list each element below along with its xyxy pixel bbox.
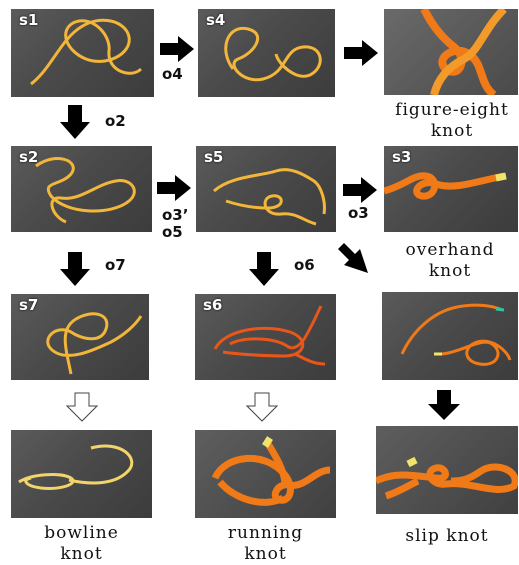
knot-label-figure-eight-line2: knot xyxy=(372,121,519,142)
rope-slip xyxy=(376,426,518,514)
knot-label-bowline-line2: knot xyxy=(11,544,152,565)
knot-label-running-line2: knot xyxy=(195,544,336,565)
photo-slip-progress xyxy=(382,292,518,380)
knot-label-figure-eight: figure-eight knot xyxy=(372,100,519,142)
hollow-arrow-s6 xyxy=(246,392,278,422)
rope-figure-eight xyxy=(384,9,518,95)
state-label-s7: s7 xyxy=(19,296,38,314)
knot-label-slip-line1: slip knot xyxy=(376,526,518,547)
rope-bowline xyxy=(11,430,152,518)
knot-label-running-line1: running xyxy=(195,523,336,544)
arrow-s5-to-slip-progress xyxy=(338,243,372,277)
knot-label-overhand-line2: knot xyxy=(380,261,519,282)
hollow-arrow-s7 xyxy=(66,392,98,422)
arrow-s5-to-s3 xyxy=(343,177,377,203)
arrow-s2-to-s5 xyxy=(157,175,191,201)
photo-running-knot xyxy=(195,430,336,518)
photo-bowline-knot xyxy=(11,430,152,518)
state-label-s5: s5 xyxy=(204,148,223,166)
op-label-o2: o2 xyxy=(105,113,126,130)
photo-s1: s1 xyxy=(11,9,154,97)
op-label-o3-prime-o5: o3’ o5 xyxy=(162,207,188,241)
photo-s5: s5 xyxy=(196,146,336,232)
rope-slip-progress xyxy=(382,292,518,380)
op-label-o3: o3 xyxy=(348,205,369,222)
knot-label-overhand-line1: overhand xyxy=(380,240,519,261)
state-label-s6: s6 xyxy=(203,296,222,314)
photo-s7: s7 xyxy=(11,294,149,380)
knot-label-figure-eight-line1: figure-eight xyxy=(372,100,519,121)
rope-running xyxy=(195,430,336,518)
knot-label-slip: slip knot xyxy=(376,526,518,547)
knot-label-running: running knot xyxy=(195,523,336,565)
op-label-o4: o4 xyxy=(162,66,183,83)
photo-s6: s6 xyxy=(195,294,336,380)
op-label-o6: o6 xyxy=(294,257,315,274)
state-label-s3: s3 xyxy=(392,148,411,166)
arrow-s4-to-figure-eight xyxy=(344,40,378,66)
photo-s4: s4 xyxy=(198,9,335,97)
photo-slip-knot xyxy=(376,426,518,514)
photo-figure-eight-knot xyxy=(384,9,518,95)
knot-label-overhand: overhand knot xyxy=(380,240,519,282)
arrow-s2-to-s7 xyxy=(60,252,90,286)
arrow-s1-to-s4 xyxy=(160,36,194,62)
arrow-slip-progress-to-slip xyxy=(428,390,460,420)
state-label-s1: s1 xyxy=(19,11,38,29)
photo-s3: s3 xyxy=(384,146,518,232)
state-label-s4: s4 xyxy=(206,11,225,29)
photo-s2: s2 xyxy=(11,146,152,232)
arrow-s1-to-s2 xyxy=(60,105,90,139)
op-label-o3-prime: o3’ xyxy=(162,207,188,224)
op-label-o7: o7 xyxy=(105,257,126,274)
op-label-o5: o5 xyxy=(162,224,188,241)
state-label-s2: s2 xyxy=(19,148,38,166)
arrow-s5-to-s6 xyxy=(249,252,279,286)
knot-label-bowline-line1: bowline xyxy=(11,523,152,544)
knot-label-bowline: bowline knot xyxy=(11,523,152,565)
